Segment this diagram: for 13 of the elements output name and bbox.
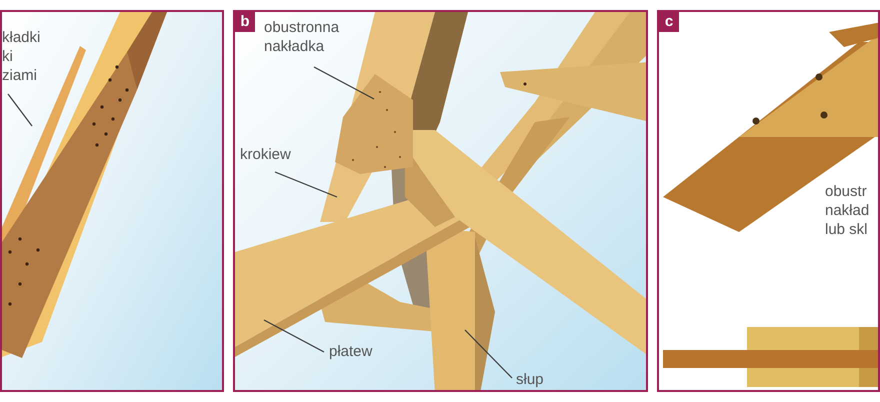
callout-label: słup: [516, 370, 545, 389]
panel-letter: c: [659, 12, 679, 32]
callout-label: obustr nakład lub skl: [825, 182, 870, 239]
callout-label: kładki ki ziami: [2, 28, 42, 85]
leader-line: [274, 171, 338, 198]
panel-letter: b: [235, 12, 255, 32]
leader-line: [8, 94, 32, 126]
callout-label: płatew: [329, 342, 374, 361]
leader-line: [264, 319, 324, 353]
leader-line: [464, 330, 512, 378]
callout-label: obustronna nakładka: [264, 18, 340, 56]
callout-label: krokiew: [240, 145, 292, 164]
leader-line: [314, 66, 374, 100]
